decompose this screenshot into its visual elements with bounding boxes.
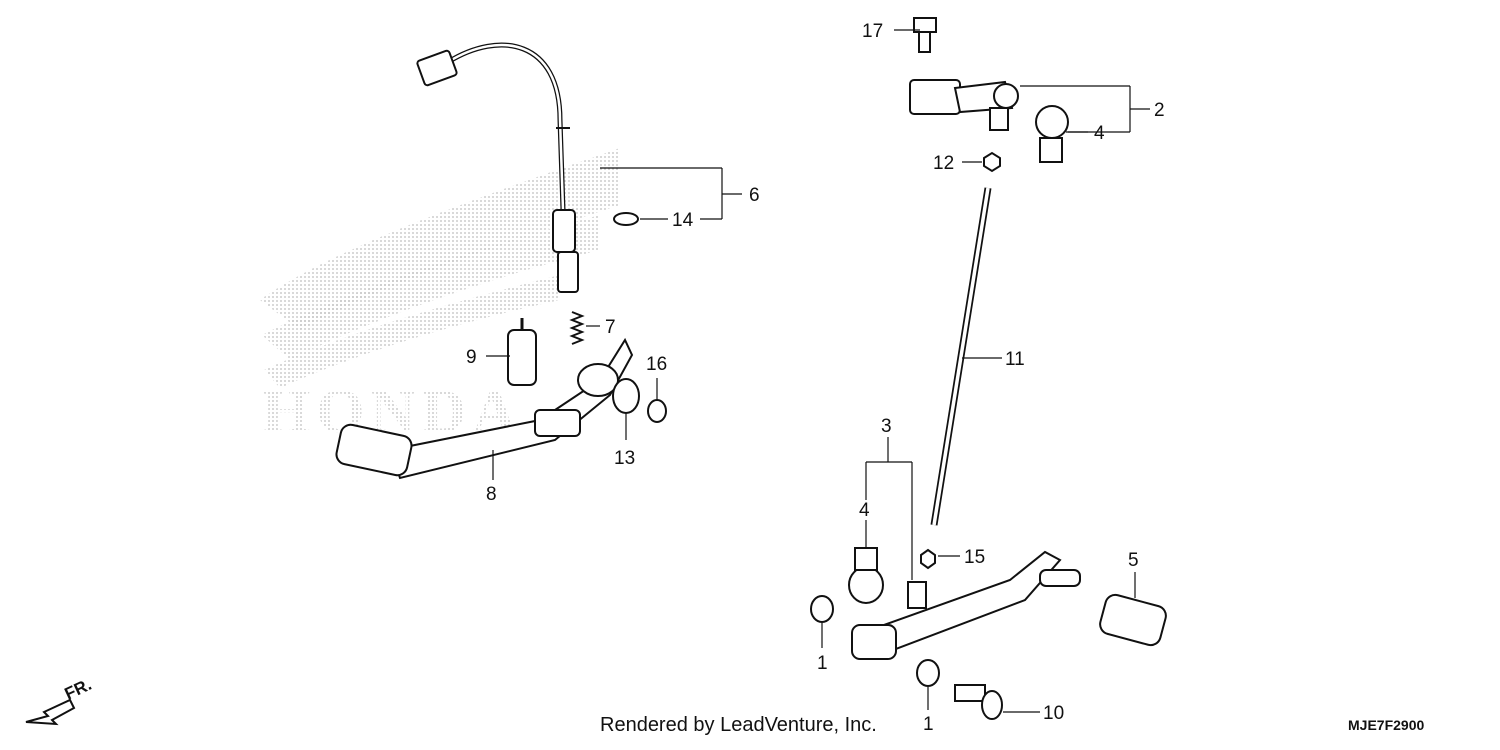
spring-part	[569, 311, 585, 345]
shift-arm-assembly	[909, 79, 1019, 131]
brake-pedal-part	[335, 337, 634, 480]
circlip-part	[647, 399, 667, 423]
honda-wing-watermark: HONDA	[260, 148, 620, 446]
callout-6: 6	[749, 185, 760, 206]
callout-14: 14	[672, 210, 694, 231]
diagram-code: MJE7F2900	[1348, 717, 1424, 733]
washer-lower-right	[916, 659, 940, 687]
shift-switch-sensor	[416, 42, 579, 293]
callout-1: 1	[923, 714, 934, 735]
callout-17: 17	[862, 21, 883, 42]
callout-8: 8	[486, 484, 497, 505]
shift-pedal-part	[851, 550, 1081, 660]
nut-upper	[983, 151, 1001, 173]
callout-11: 11	[1005, 349, 1025, 370]
callout-2: 2	[1154, 100, 1165, 121]
ball-joint-upper	[1035, 105, 1069, 163]
washer-lower-left	[810, 595, 834, 623]
callout-3: 3	[881, 416, 892, 437]
callout-7: 7	[605, 317, 616, 338]
front-label: FR.	[62, 675, 95, 704]
clip-part	[613, 212, 639, 226]
callout-16: 16	[646, 354, 667, 375]
callout-1: 1	[817, 653, 828, 674]
render-credit: Rendered by LeadVenture, Inc.	[600, 714, 877, 736]
washer-part	[612, 378, 640, 414]
callout-13: 13	[614, 448, 635, 469]
front-direction-marker: FR.	[25, 675, 95, 726]
callout-5: 5	[1128, 550, 1139, 571]
callout-10: 10	[1043, 703, 1064, 724]
ball-joint-lower	[848, 547, 884, 604]
callout-4: 4	[859, 500, 870, 521]
callout-12: 12	[933, 153, 954, 174]
shift-rod	[932, 187, 990, 526]
leader-lines	[486, 29, 1150, 713]
callout-4: 4	[1094, 123, 1105, 144]
callout-9: 9	[466, 347, 477, 368]
bolt-part	[913, 17, 937, 53]
front-arrow-icon	[25, 698, 76, 726]
pivot-bolt-part	[954, 684, 1003, 720]
pedal-rubber-part	[1099, 593, 1167, 647]
callout-labels: 1 1 2 3 4 4 5 6 7 8 9 10 11 12 13 14 15 …	[466, 21, 1165, 735]
nut-lower	[920, 548, 936, 570]
callout-15: 15	[964, 547, 985, 568]
damper-part	[507, 318, 537, 386]
